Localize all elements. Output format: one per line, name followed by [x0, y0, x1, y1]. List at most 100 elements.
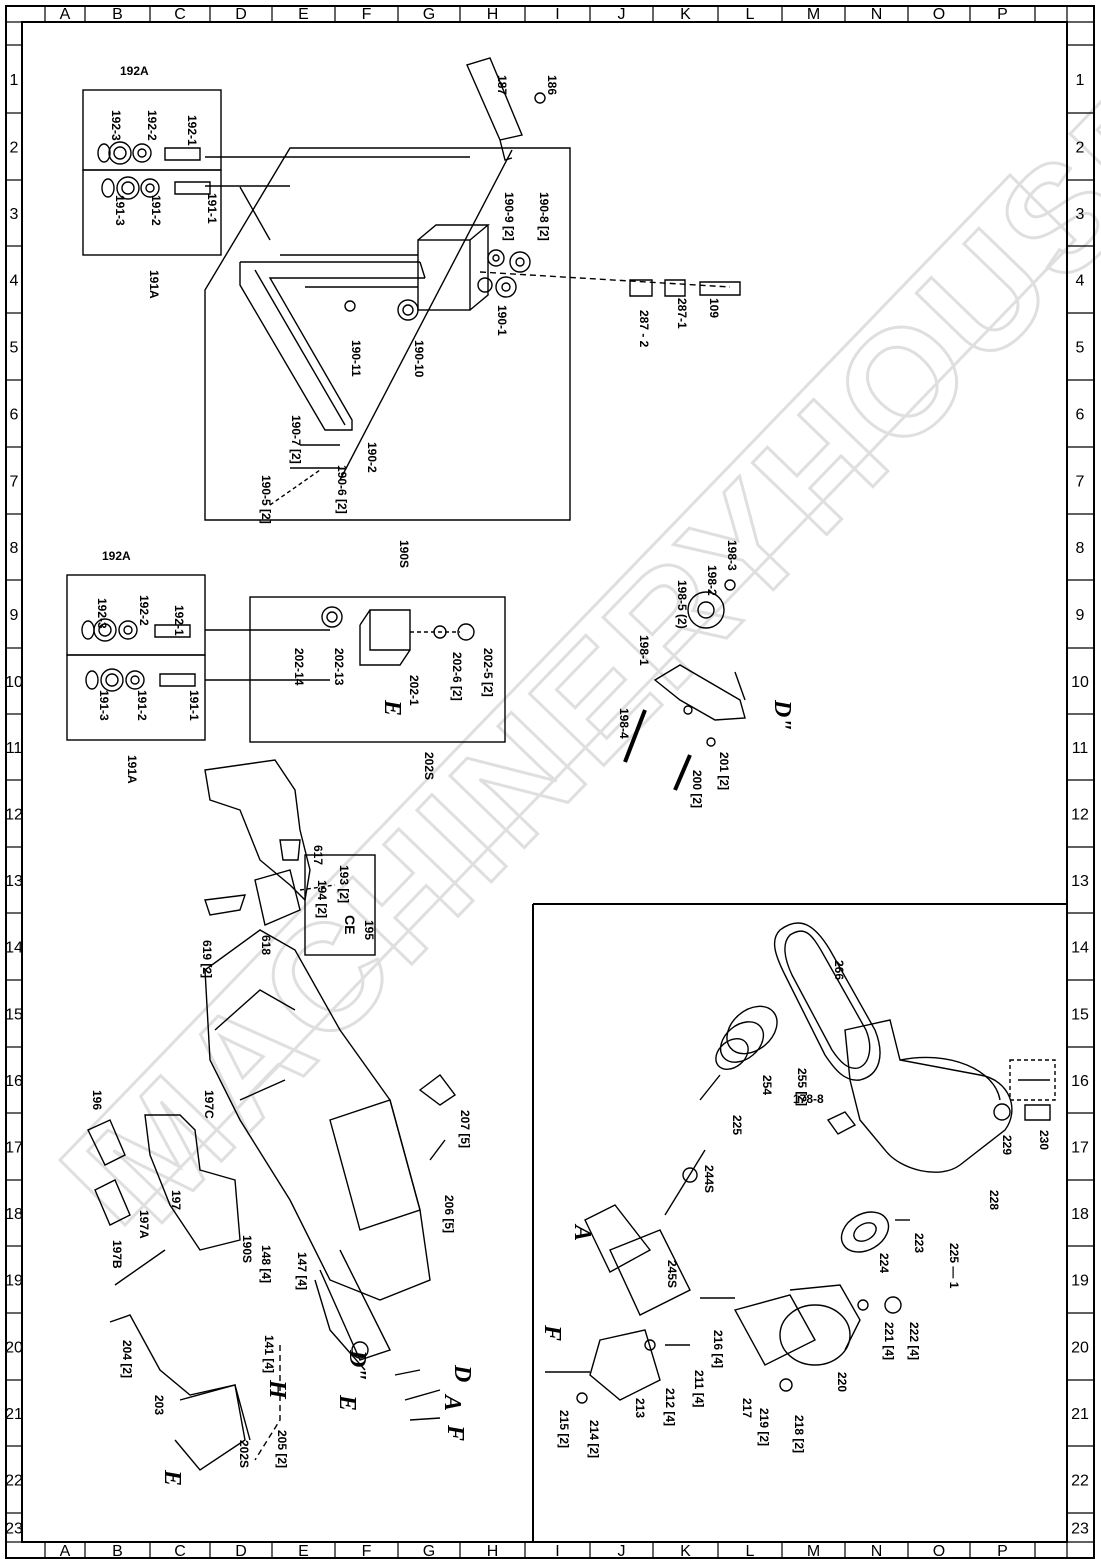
row-label-4-right: 4 [1076, 273, 1085, 290]
part-label-141: 141 [4] [262, 1335, 276, 1373]
part-label-186: 186 [545, 75, 559, 95]
row-label-17-right: 17 [1071, 1140, 1089, 1157]
part-label-216: 216 [4] [711, 1330, 725, 1368]
part-label-195: 195 [362, 920, 376, 940]
grid-marks [6, 6, 1094, 1558]
part-label-191a-mid: 191A [125, 755, 139, 784]
part-label-191-1-mid: 191-1 [187, 690, 201, 721]
column-label-a-bottom: A [60, 1543, 71, 1560]
row-label-16-right: 16 [1071, 1073, 1089, 1090]
part-label-187: 187 [495, 75, 509, 95]
part-label-229: 229 [1000, 1135, 1014, 1155]
column-label-c-bottom: C [174, 1543, 186, 1560]
row-label-1-left: 1 [10, 72, 19, 89]
part-label-206: 206 [5] [442, 1195, 456, 1233]
part-label-244s: 244S [702, 1165, 716, 1193]
row-label-22-left: 22 [5, 1473, 23, 1490]
column-label-m-top: M [807, 6, 820, 23]
row-label-9-right: 9 [1076, 607, 1085, 624]
part-label-197c: 197C [202, 1090, 216, 1119]
marker-e-202: E [379, 699, 405, 716]
part-label-109: 109 [707, 298, 721, 318]
part-label-202-1: 202-1 [407, 675, 421, 706]
part-label-245s: 245S [665, 1260, 679, 1288]
row-label-21-left: 21 [5, 1406, 23, 1423]
part-label-200: 200 [2] [690, 770, 704, 808]
column-label-b-top: B [112, 6, 123, 23]
row-label-23-right: 23 [1071, 1521, 1089, 1538]
row-label-20-right: 20 [1071, 1340, 1089, 1357]
part-label-211: 211 [4] [692, 1370, 706, 1407]
row-label-7-left: 7 [10, 474, 19, 491]
part-label-190-6: 190-6 [2] [335, 465, 349, 514]
part-label-254: 254 [760, 1075, 774, 1095]
part-label-212: 212 [4] [663, 1388, 677, 1426]
part-label-197: 197 [169, 1190, 183, 1210]
part-label-196: 196 [90, 1090, 104, 1110]
row-label-18-right: 18 [1071, 1206, 1089, 1223]
row-label-3-right: 3 [1076, 206, 1085, 223]
row-label-20-left: 20 [5, 1340, 23, 1357]
marker-d-arrow: D [449, 1364, 475, 1382]
part-label-198-2: 198-2 [705, 565, 719, 596]
row-label-7-right: 7 [1076, 474, 1085, 491]
part-label-190-5: 190-5 [2] [259, 475, 273, 524]
marker-h-arrow: H [264, 1379, 290, 1400]
part-label-147: 147 [4] [295, 1252, 309, 1290]
column-label-g-bottom: G [423, 1543, 435, 1560]
column-label-b-bottom: B [112, 1543, 123, 1560]
row-label-12-right: 12 [1071, 807, 1089, 824]
column-label-i-bottom: I [555, 1543, 559, 1560]
column-label-d-bottom: D [235, 1543, 247, 1560]
part-label-190-9: 190-9 [2] [502, 192, 516, 241]
part-label-217: 217 [740, 1398, 754, 1418]
row-label-6-left: 6 [10, 407, 19, 424]
part-label-214: 214 [2] [587, 1420, 601, 1458]
part-label-202-5: 202-5 [2] [481, 648, 495, 697]
marker-d-dbl-bottom: D" [344, 1349, 370, 1381]
column-label-p-bottom: P [997, 1543, 1008, 1560]
part-label-190-8: 190-8 [2] [537, 192, 551, 241]
column-label-o-bottom: O [933, 1543, 945, 1560]
row-label-14-right: 14 [1071, 940, 1089, 957]
row-label-12-left: 12 [5, 807, 23, 824]
column-label-h-top: H [487, 6, 499, 23]
part-label-190-10: 190-10 [412, 340, 426, 378]
part-label-201: 201 [2] [717, 752, 731, 790]
part-label-287-2: 287 - 2 [637, 310, 651, 348]
part-label-192-1-mid: 192-1 [172, 605, 186, 636]
part-label-225: 225 [730, 1115, 744, 1135]
row-label-23-left: 23 [5, 1521, 23, 1538]
row-label-19-right: 19 [1071, 1273, 1089, 1290]
part-label-219: 219 [2] [757, 1408, 771, 1446]
part-label-215: 215 [2] [557, 1410, 571, 1448]
part-label-192-3-mid: 192-3 [95, 598, 109, 629]
part-label-203: 203 [152, 1395, 166, 1415]
marker-f-arrow: F [442, 1424, 468, 1441]
marker-d-dbl-right: D" [769, 699, 795, 731]
part-label-225-1: 225 — 1 [947, 1243, 961, 1289]
part-label-192-2-mid: 192-2 [137, 595, 151, 626]
column-label-c-top: C [174, 6, 186, 23]
row-label-2-right: 2 [1076, 140, 1085, 157]
part-label-619: 619 [2] [200, 940, 214, 978]
assembly-190S [82, 57, 741, 521]
column-label-j-top: J [618, 6, 626, 23]
marker-f-bracket: F [539, 1324, 565, 1341]
column-label-h-bottom: H [487, 1543, 499, 1560]
part-label-192-1-top: 192-1 [185, 115, 199, 146]
assembly-198 [623, 579, 746, 791]
marker-e-bottom: E [159, 1469, 185, 1486]
row-label-8-right: 8 [1076, 540, 1085, 557]
column-label-o-top: O [933, 6, 945, 23]
drawing-frame [5, 5, 1095, 1559]
part-label-198-4: 198-4 [617, 708, 631, 739]
row-label-21-right: 21 [1071, 1406, 1089, 1423]
part-label-190s-top: 190S [397, 540, 411, 568]
part-label-191-1-top: 191-1 [205, 193, 219, 224]
part-label-190-1: 190-1 [495, 305, 509, 336]
part-label-255: 255 [2] [795, 1068, 809, 1106]
part-label-197b: 197B [110, 1240, 124, 1269]
column-label-j-bottom: J [618, 1543, 626, 1560]
part-label-190s-bot: 190S [240, 1235, 254, 1263]
